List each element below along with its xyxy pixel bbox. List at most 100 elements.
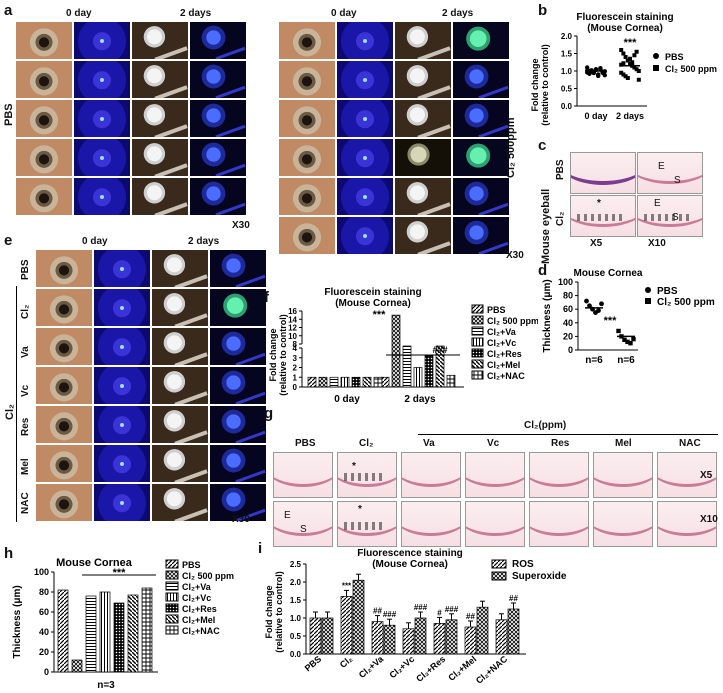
i-ytick-label: 0.5 bbox=[290, 632, 302, 641]
d-ylabel: Thickness (μm) bbox=[542, 279, 553, 352]
h-bar bbox=[71, 659, 83, 673]
i-legend-swatch-0 bbox=[491, 559, 507, 569]
eye-photo bbox=[279, 22, 335, 59]
a-right-col-2days: 2 days bbox=[442, 8, 474, 19]
eye-photo bbox=[279, 217, 335, 254]
b-ytick-label: 1.0 bbox=[561, 67, 573, 76]
b-legend-marker-1 bbox=[653, 65, 659, 71]
h-bar bbox=[99, 591, 111, 673]
g-tag-e: E bbox=[284, 510, 291, 521]
d-xtick-0: n=6 bbox=[585, 355, 603, 366]
g-histo-va-x5 bbox=[401, 452, 461, 498]
i-sig-label: *** bbox=[342, 581, 352, 590]
a-group-pbs: PBS bbox=[3, 103, 15, 126]
eyeball-white bbox=[132, 139, 188, 176]
g-col-label: Mel bbox=[615, 438, 632, 449]
h-legend-label: Cl₂+Va bbox=[182, 582, 212, 592]
h-legend-swatch bbox=[165, 570, 179, 580]
g-histo-cl2-x10: * bbox=[337, 501, 397, 547]
h-ylabel: Thickness (μm) bbox=[12, 585, 23, 658]
eyeball-blue bbox=[210, 367, 266, 404]
eye-photo bbox=[36, 367, 92, 404]
panel-label-c: c bbox=[538, 137, 547, 154]
eyeball-white bbox=[132, 61, 188, 98]
eyeball-blue bbox=[190, 100, 246, 137]
a-right-mag: X30 bbox=[506, 250, 524, 261]
i-ytick-label: 0.0 bbox=[290, 650, 302, 659]
eyeball-white bbox=[132, 178, 188, 215]
h-legend-swatch bbox=[165, 592, 179, 602]
b-ylabel-1: Fold change bbox=[530, 58, 540, 111]
b-legend-0: PBS bbox=[665, 52, 684, 62]
b-point bbox=[621, 61, 626, 66]
a-right-image-grid bbox=[279, 22, 509, 254]
eye-photo bbox=[279, 139, 335, 176]
b-point bbox=[632, 65, 637, 70]
d-point bbox=[584, 298, 589, 304]
eyeball-blue bbox=[453, 100, 509, 137]
e-group-bracket bbox=[16, 286, 17, 522]
eye-blue-stain bbox=[337, 178, 393, 215]
g-header: Cl₂(ppm) bbox=[524, 420, 567, 431]
c-row-cl2: Cl₂ bbox=[555, 211, 566, 226]
d-ytick-label: 0 bbox=[568, 345, 573, 355]
e-col-2days: 2 days bbox=[188, 236, 220, 247]
f-bar bbox=[435, 345, 445, 388]
eyeball-blue bbox=[210, 484, 266, 521]
eyeball-blue bbox=[190, 22, 246, 59]
eye-blue-stain bbox=[337, 217, 393, 254]
f-ytick-label: 14 bbox=[288, 315, 297, 324]
i-bar bbox=[352, 579, 365, 655]
g-tag-s: S bbox=[300, 524, 307, 535]
b-legend-1: Cl₂ 500 ppm bbox=[665, 64, 717, 74]
f-ytick-label: 2 bbox=[293, 364, 298, 373]
h-ytick-label: 0 bbox=[44, 667, 49, 677]
i-legend-swatch-1 bbox=[491, 571, 507, 581]
i-ytick-label: 2.5 bbox=[290, 560, 302, 569]
eyeball-white bbox=[132, 22, 188, 59]
eye-blue-stain bbox=[74, 100, 130, 137]
h-ytick-label: 20 bbox=[39, 647, 49, 657]
e-row-label: PBS bbox=[20, 259, 31, 280]
e-row-label: Cl₂ bbox=[20, 304, 31, 319]
g-col-label: PBS bbox=[295, 438, 316, 449]
panel-label-a: a bbox=[4, 2, 13, 19]
i-sig-label: ### bbox=[414, 603, 428, 612]
d-ytick-label: 20 bbox=[563, 331, 573, 341]
eyeball-white bbox=[152, 445, 208, 482]
g-histo-vc-x10 bbox=[465, 501, 525, 547]
eye-blue-stain bbox=[337, 100, 393, 137]
panel-label-e: e bbox=[4, 232, 13, 249]
b-point bbox=[623, 55, 628, 59]
h-legend-swatch bbox=[165, 625, 179, 635]
c-mag-x10: X10 bbox=[648, 238, 666, 249]
i-sig-label: ### bbox=[383, 610, 397, 619]
g-col-label: Res bbox=[551, 438, 570, 449]
f-xtick-0: 0 day bbox=[334, 394, 360, 405]
g-histo-vc-x5 bbox=[465, 452, 525, 498]
chart-f: Fluorescein staining (Mouse Cornea) Fold… bbox=[268, 287, 538, 405]
eye-photo bbox=[36, 484, 92, 521]
i-bar bbox=[309, 617, 322, 655]
i-subtitle: (Mouse Cornea) bbox=[372, 559, 448, 570]
f-legend-label: Cl₂ 500 ppm bbox=[487, 316, 538, 326]
panel-label-d: d bbox=[538, 262, 548, 279]
g-header-line bbox=[418, 434, 718, 435]
chart-d: Mouse Cornea Thickness (μm) 020406080100… bbox=[542, 268, 715, 366]
g-histo-cl2-x5: * bbox=[337, 452, 397, 498]
f-bar bbox=[329, 376, 339, 388]
eyeball-blue bbox=[453, 178, 509, 215]
eye-blue-stain bbox=[337, 22, 393, 59]
d-point bbox=[622, 337, 627, 342]
eye-photo bbox=[16, 22, 72, 59]
e-row-label: Res bbox=[20, 417, 31, 436]
c-tag-e2: E bbox=[654, 198, 661, 209]
eye-blue-stain bbox=[94, 328, 150, 365]
f-bar bbox=[318, 376, 328, 388]
e-row-label: Mel bbox=[20, 458, 31, 475]
f-legend-label: Cl₂+Res bbox=[487, 349, 522, 359]
i-xtick-label: Cl₂+Va bbox=[357, 653, 386, 680]
b-ylabel-2: (relative to control) bbox=[540, 44, 550, 126]
d-point bbox=[616, 328, 621, 334]
c-tag-e: E bbox=[658, 161, 665, 172]
